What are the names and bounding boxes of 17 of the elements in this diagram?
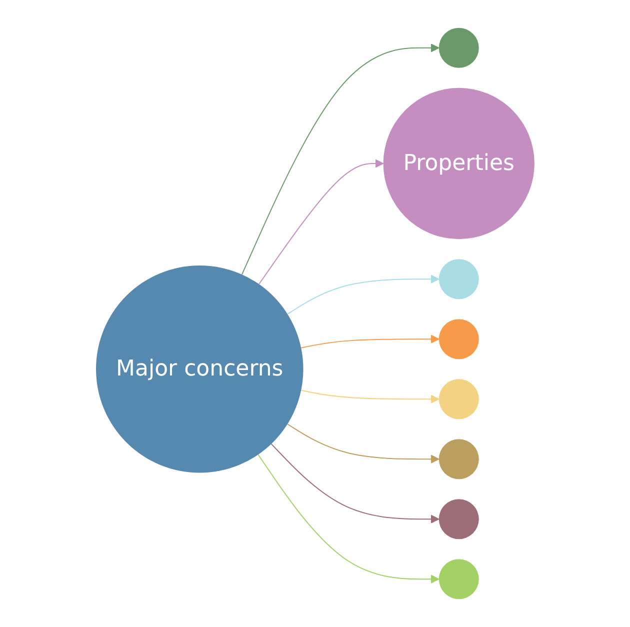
arrow: [286, 274, 440, 315]
arrow: [258, 159, 384, 285]
node-circle: [438, 439, 479, 480]
arrow: [300, 334, 440, 348]
arrow: [257, 454, 440, 584]
node-circle: [438, 28, 479, 68]
node-circle: [438, 499, 479, 540]
node-circle: Properties: [383, 88, 534, 240]
arrow: [241, 44, 440, 275]
node-circle: Major concerns: [96, 265, 304, 473]
arrow: [286, 424, 440, 464]
node-circle: [438, 259, 479, 300]
node-circle: [438, 319, 479, 360]
node-circle: [438, 379, 479, 420]
arrow: [300, 390, 440, 404]
arrow: [270, 443, 440, 524]
node-circle: [438, 559, 479, 600]
